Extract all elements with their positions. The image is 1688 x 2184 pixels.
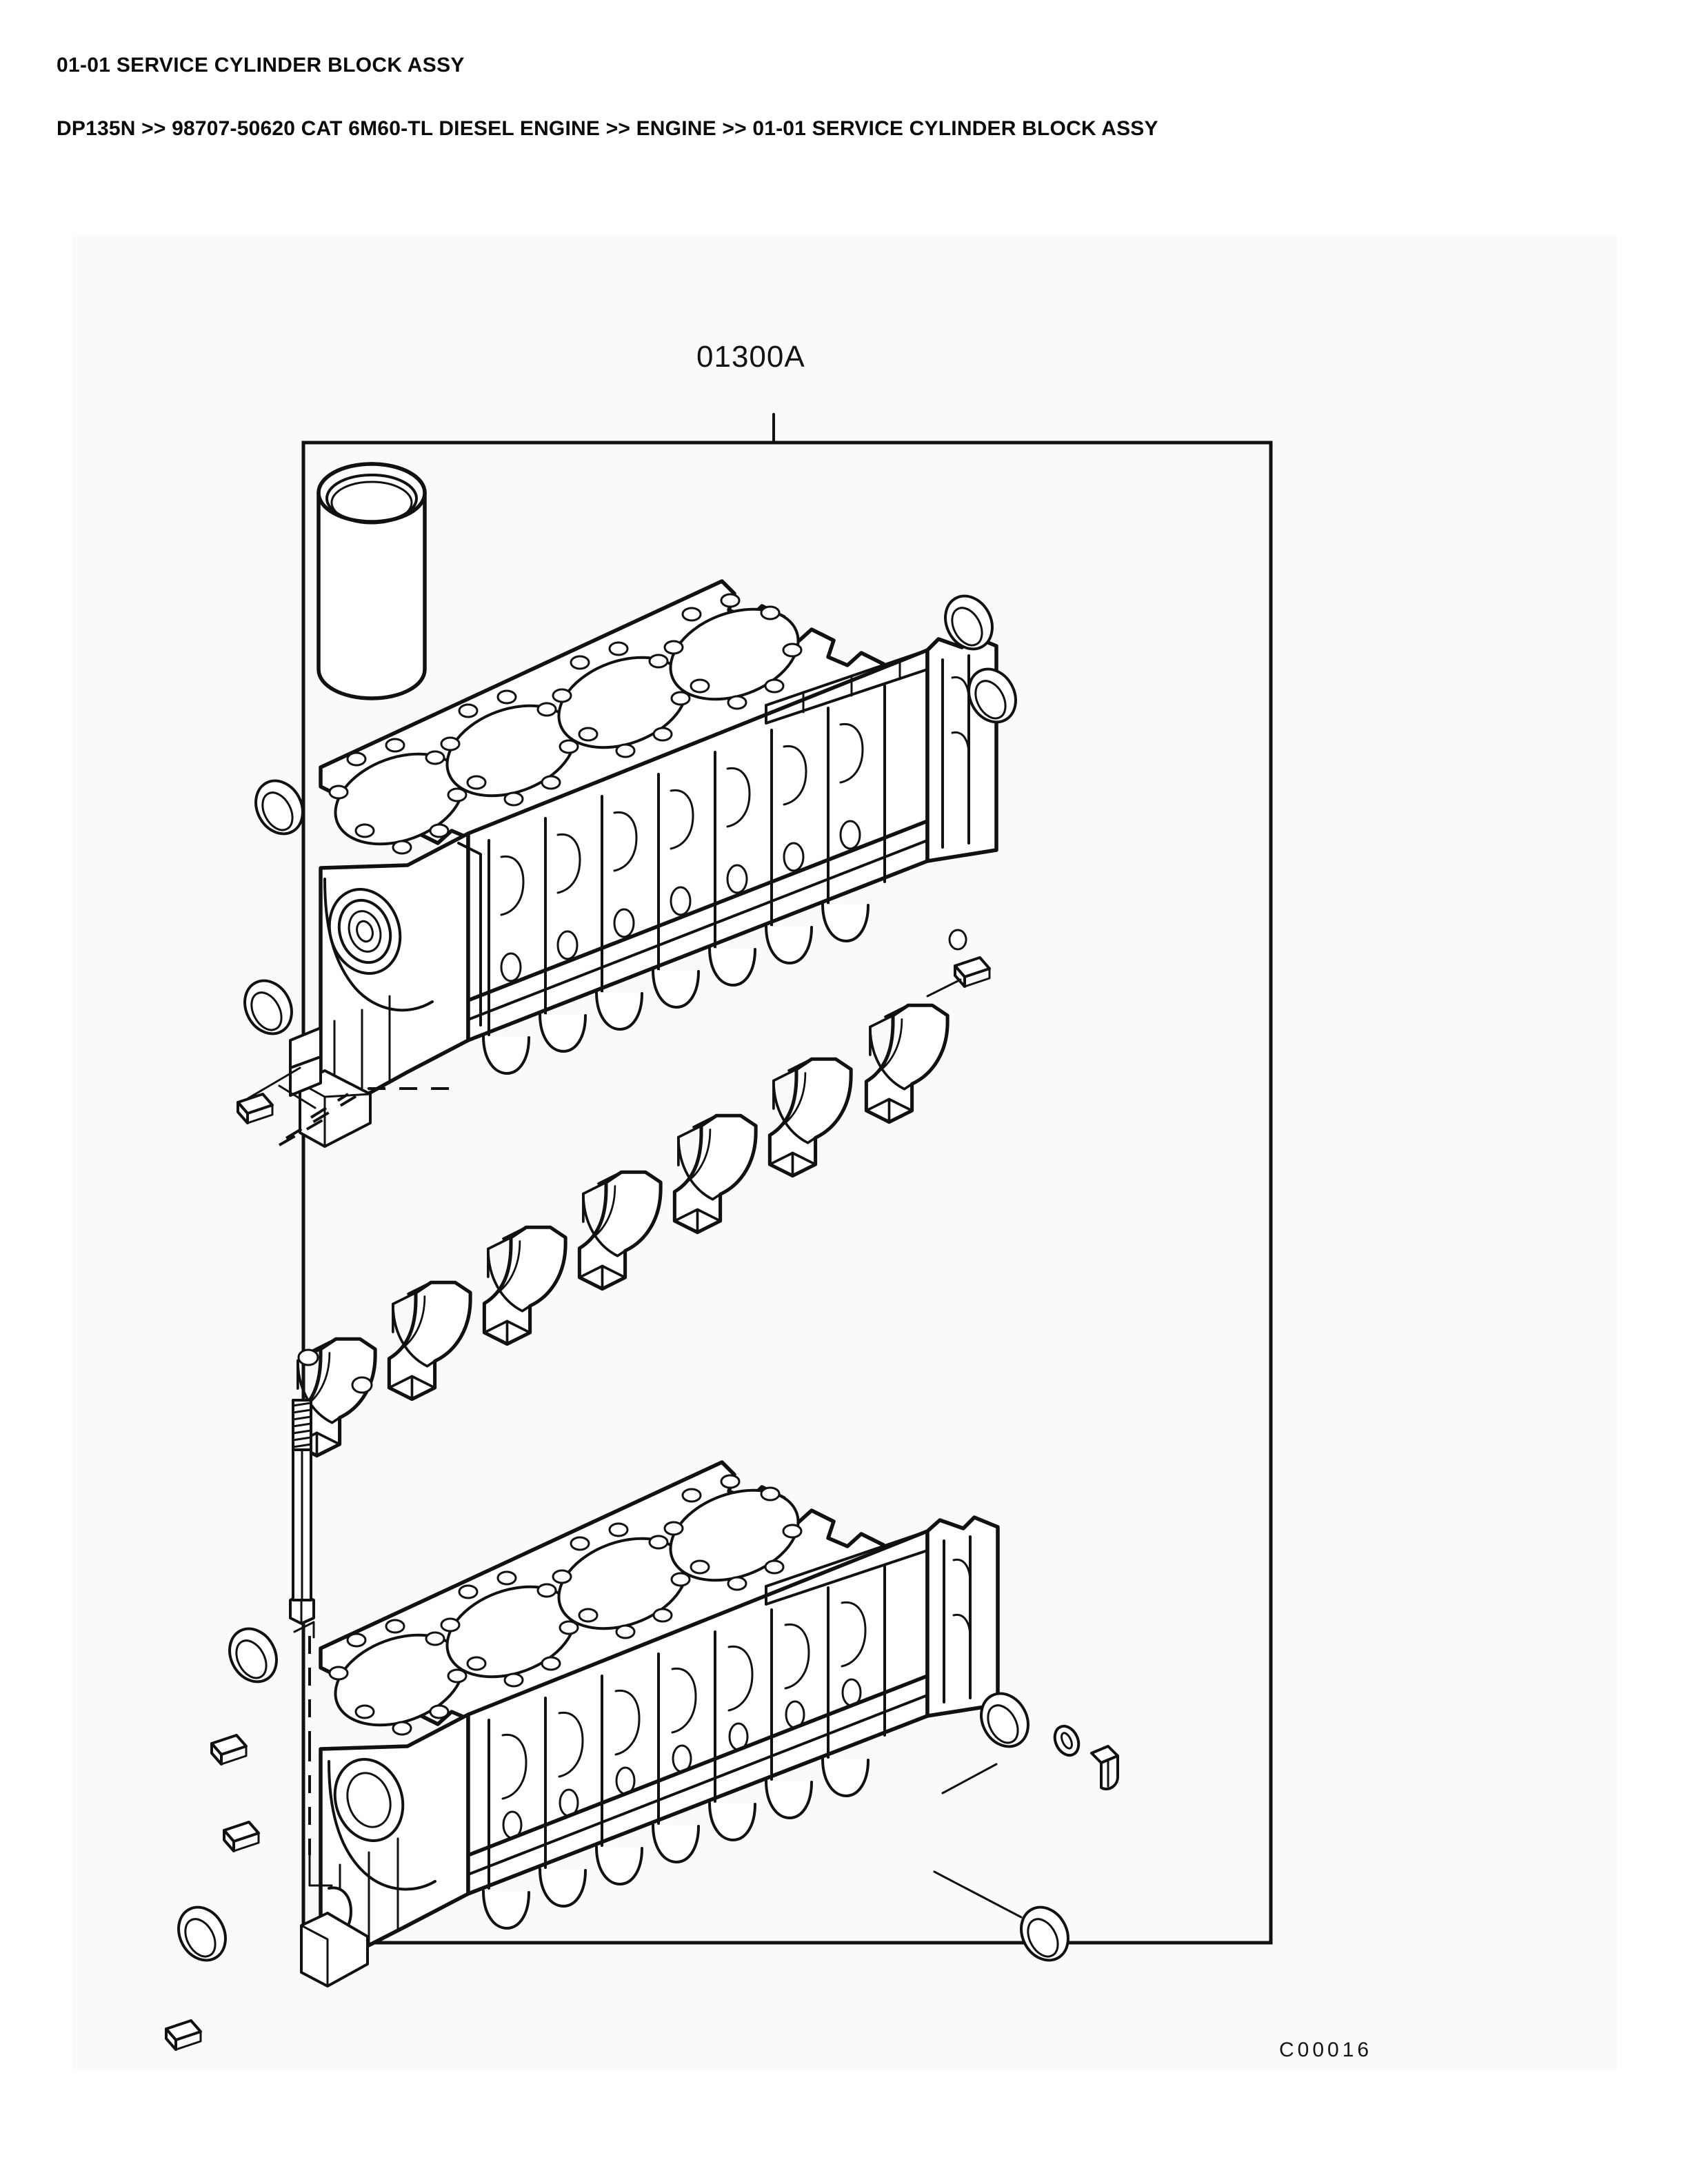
- figure-inner-box: [301, 441, 1273, 1945]
- leader-dashed: [310, 1093, 350, 1119]
- cylinder-block-lower: [300, 1460, 1000, 1988]
- bearing-cap-bolt-boss: [297, 1348, 373, 1394]
- leader-line: [926, 978, 962, 998]
- cylinder-liner-sleeve: [316, 462, 427, 700]
- dowel-pin: [223, 1821, 260, 1852]
- parts-diagram: .ln { fill:none; stroke:#111; stroke-wid…: [72, 236, 1617, 2069]
- leader-line: [308, 1854, 333, 1887]
- leader-line: [941, 1763, 998, 1794]
- leader-line: [933, 1870, 1023, 1919]
- page-title: 01-01 SERVICE CYLINDER BLOCK ASSY: [57, 54, 465, 77]
- oil-gallery-plug: [1090, 1745, 1119, 1790]
- group-callout-label: 01300A: [696, 340, 805, 374]
- breadcrumb: DP135N >> 98707-50620 CAT 6M60-TL DIESEL…: [57, 117, 1158, 140]
- leader-dashed: [285, 1087, 459, 1140]
- sealing-ring: [1049, 1721, 1085, 1761]
- core-plug-cup: [219, 1619, 288, 1692]
- dowel-pin: [954, 956, 991, 988]
- cylinder-block-upper: [289, 579, 998, 1148]
- main-bearing-cap-bolt: [289, 1399, 315, 1625]
- leader-dashed: [279, 1118, 325, 1146]
- dowel-pin: [210, 1734, 248, 1766]
- core-plug-cup: [234, 971, 303, 1044]
- oil-gallery-plug: [948, 929, 967, 951]
- leader-line: [293, 1621, 315, 1639]
- leader-line: [247, 1066, 301, 1100]
- dowel-pin: [165, 2019, 202, 2051]
- core-plug-cup: [168, 1897, 237, 1970]
- leader-line: [278, 1084, 316, 1109]
- dowel-pin: [237, 1093, 274, 1124]
- reference-code: C00016: [1279, 2039, 1373, 2061]
- sealing-ring: [1010, 1897, 1079, 1970]
- parts-diagram-svg: .ln { fill:none; stroke:#111; stroke-wid…: [165, 413, 1273, 2051]
